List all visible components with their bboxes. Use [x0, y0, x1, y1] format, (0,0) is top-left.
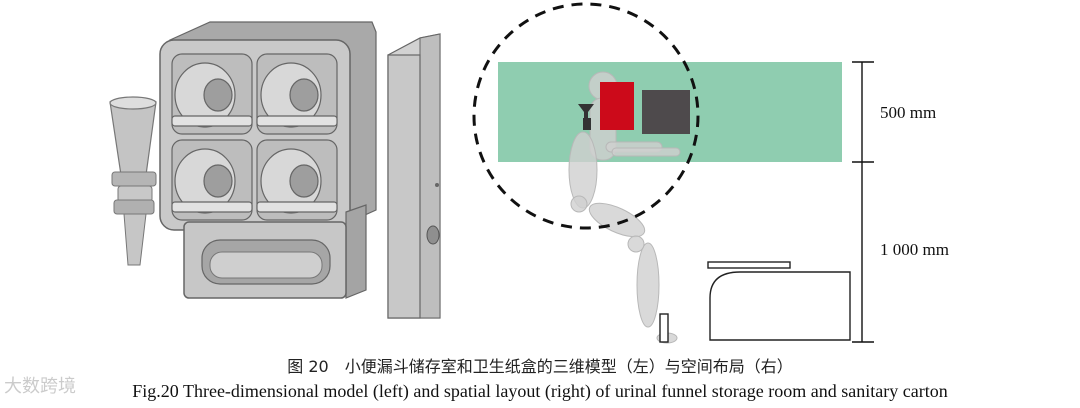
caption-english: Fig.20 Three-dimensional model (left) an…: [132, 381, 948, 401]
dimension-1000-label: 1 000 mm: [880, 240, 949, 259]
reach-circle: [472, 2, 700, 230]
caption-chinese: 图 20 小便漏斗储存室和卫生纸盒的三维模型（左）与空间布局（右）: [287, 357, 793, 376]
urinal-funnel-model: [109, 96, 157, 266]
storage-room-model: [159, 21, 377, 299]
funnel-dispenser-icon: [578, 104, 594, 120]
sanitary-carton-box: [642, 90, 690, 134]
sanitary-carton-model: [387, 33, 441, 319]
funnel-storage-box: [600, 82, 634, 130]
dimension-500-label: 500 mm: [880, 103, 937, 122]
dimension-line: [852, 61, 874, 343]
watermark: 大数跨境: [4, 376, 76, 397]
toilet-outline: [659, 261, 851, 343]
layout-diagram: [472, 2, 874, 344]
